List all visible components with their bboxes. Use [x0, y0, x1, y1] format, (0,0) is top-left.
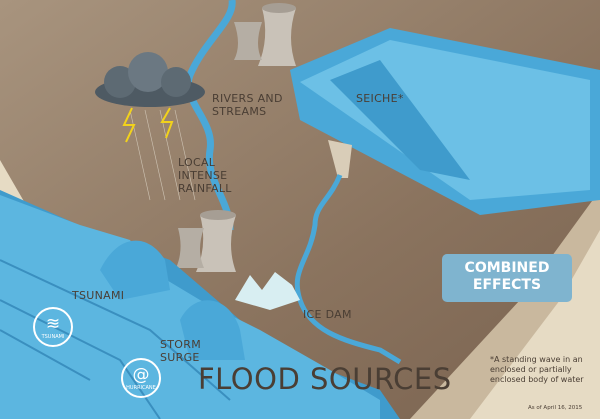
cooling-tower [234, 22, 262, 60]
dam [328, 140, 352, 178]
ice-blocks [235, 272, 300, 310]
cooling-tower [176, 228, 204, 268]
ocean [0, 190, 400, 419]
storm-cloud [95, 52, 205, 201]
footnote: *A standing wave in an enclosed or parti… [490, 355, 584, 384]
shore [470, 230, 600, 419]
label-tsunami: TSUNAMI [72, 289, 125, 302]
cooling-tower [196, 215, 236, 272]
as-of-date: As of April 16, 2015 [528, 405, 583, 411]
combined-effects-box: COMBINED EFFECTS [442, 254, 572, 302]
label-local-intense-rainfall: LOCAL INTENSE RAINFALL [178, 156, 232, 195]
cooling-tower [258, 8, 296, 66]
tsunami-badge-icon: ≋TSUNAMI [33, 307, 73, 347]
river [184, 0, 236, 231]
lightning-icon [122, 107, 136, 143]
label-rivers-and-streams: RIVERS AND STREAMS [212, 92, 283, 118]
hurricane-badge-icon: @HURRICANE [121, 358, 161, 398]
stream [294, 174, 402, 365]
page-title: FLOOD SOURCES [198, 362, 452, 396]
label-seiche: SEICHE* [356, 92, 404, 105]
seiche-wave [330, 60, 470, 180]
label-ice-dam: ICE DAM [303, 308, 352, 321]
lightning-icon [160, 107, 174, 139]
label-storm-surge: STORM SURGE [160, 338, 201, 364]
